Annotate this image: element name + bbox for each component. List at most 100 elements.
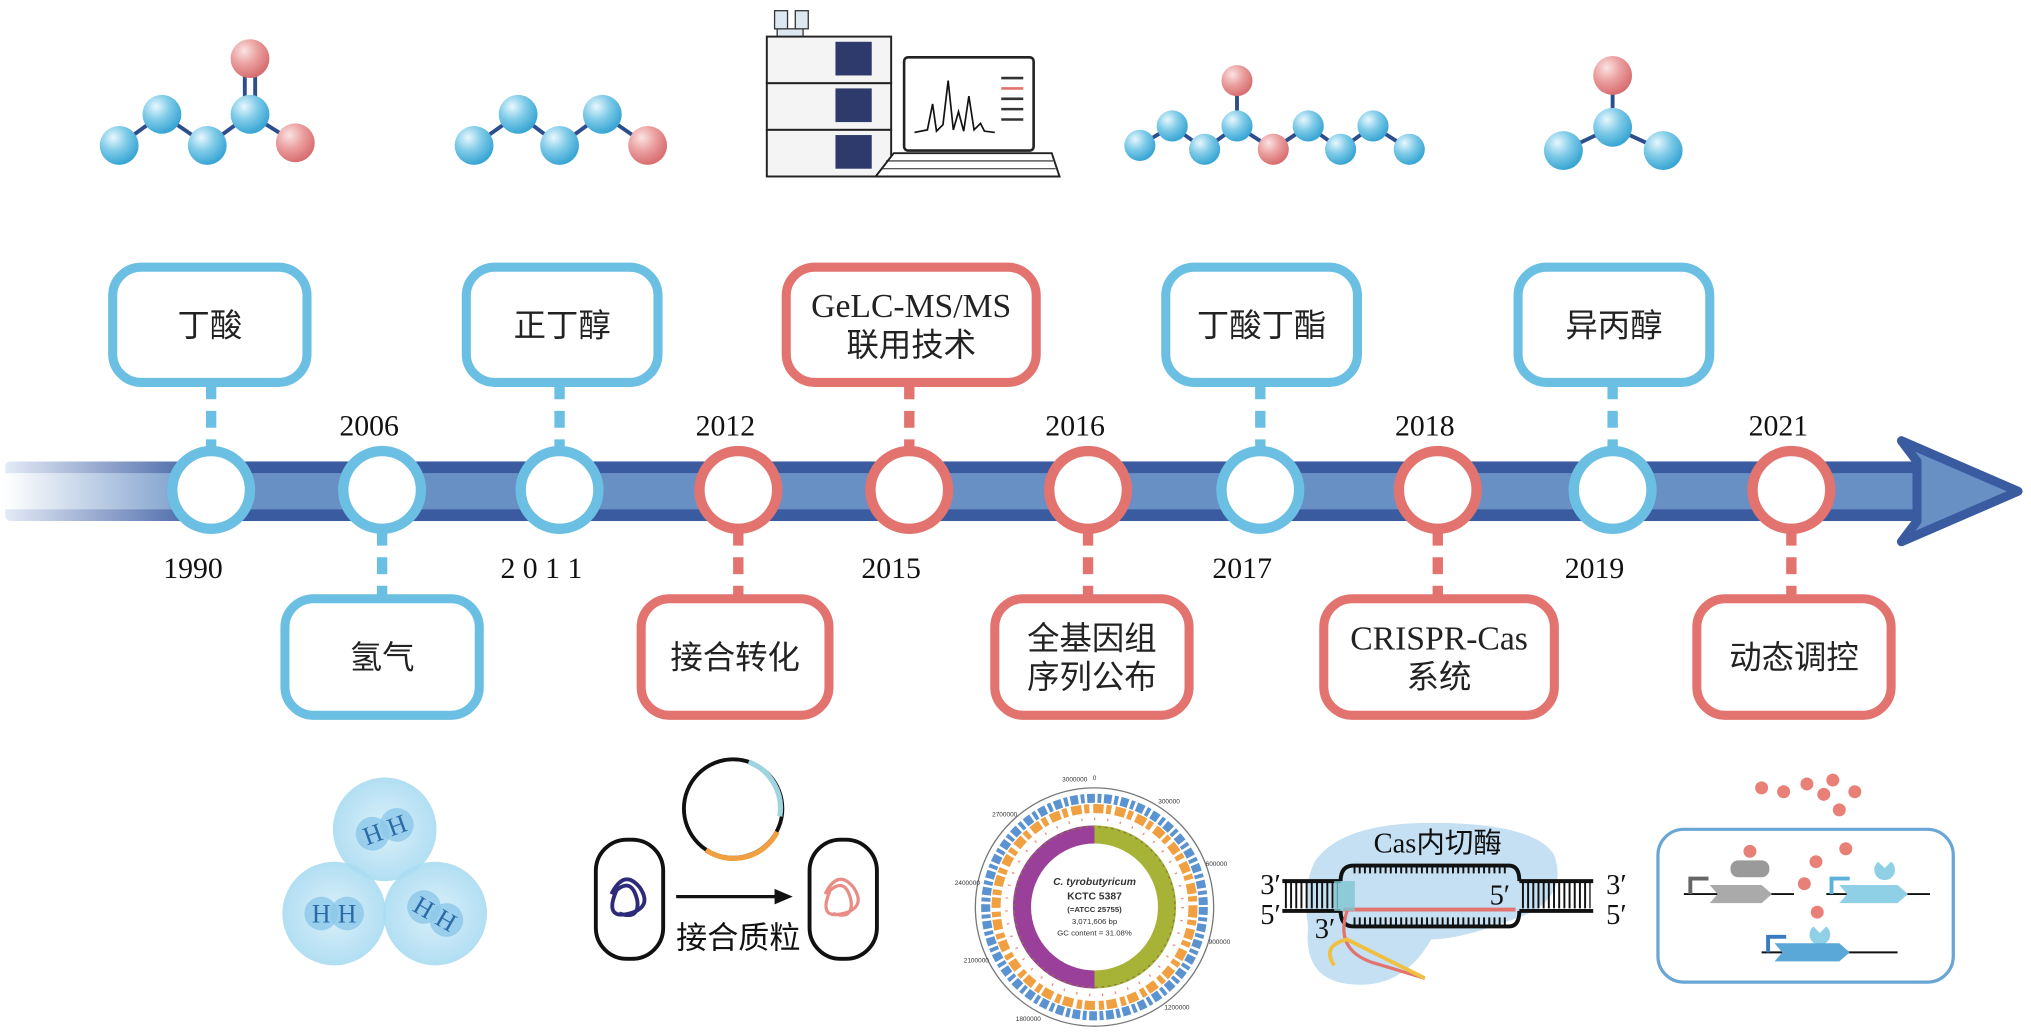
milestone-year: 2 0 1 1	[500, 552, 582, 585]
milestone-2: 正丁醇 2 0 1 1	[461, 262, 663, 585]
end-label: 3′	[1606, 870, 1626, 901]
milestone-box	[781, 262, 1041, 387]
genome-organism: C. tyrobutyricum	[1053, 877, 1136, 888]
genome-size: 3,071,606 bp	[1072, 917, 1117, 926]
milestone-node	[1216, 445, 1305, 534]
recipient-cell	[807, 837, 879, 961]
dna-tangle-icon	[609, 877, 647, 918]
end-label: 3′	[1260, 870, 1280, 901]
milestone-node	[515, 445, 604, 534]
milestone-year: 2018	[1395, 410, 1455, 443]
genome-tick-label: 0	[1093, 775, 1097, 782]
genome-tick-label: 2100000	[964, 958, 990, 965]
hplc-ms-instrument-icon	[765, 10, 1061, 178]
h2-molecule-icon: HH	[355, 808, 414, 851]
milestone-label: 接合转化	[670, 639, 800, 677]
milestone-node	[1393, 445, 1482, 534]
end-label: 5′	[1260, 900, 1280, 931]
genome-tick-label: 3000000	[1062, 777, 1088, 784]
milestone-box	[280, 594, 484, 720]
milestone-node	[694, 445, 783, 534]
milestone-label: 动态调控	[1729, 639, 1859, 677]
milestone-node	[1043, 445, 1133, 534]
genome-strain: KCTC 5387	[1067, 891, 1122, 902]
milestone-box	[1319, 594, 1559, 720]
cas-title: Cas内切酶	[1374, 828, 1502, 860]
milestone-node	[167, 445, 256, 534]
milestone-year: 2015	[861, 552, 921, 585]
donor-cell	[593, 837, 666, 961]
milestone-box	[1161, 262, 1362, 387]
repressor-icon	[1730, 860, 1770, 878]
milestone-box	[108, 262, 312, 387]
crispr-cas-illustration: Cas内切酶 3′ 5′ 5′ 3′ 3′ 5′	[1260, 822, 1627, 985]
milestone-label: 全基因组	[1027, 619, 1157, 657]
milestone-year: 2021	[1749, 410, 1809, 443]
end-label: 3′	[1315, 914, 1335, 945]
sensor-protein-icon	[1874, 861, 1895, 881]
milestone-box	[461, 262, 663, 387]
milestone-box	[636, 594, 834, 720]
milestone-8: 异丙醇 2019	[1513, 262, 1715, 585]
milestone-label: 正丁醇	[514, 306, 611, 344]
cas-protein-blob	[1306, 822, 1558, 985]
milestone-box	[1513, 262, 1715, 387]
genome-tick-label: 2400000	[955, 880, 981, 887]
gene-icon	[1774, 943, 1850, 962]
h-atom-label: H	[338, 900, 357, 929]
milestone-label: 氢气	[350, 639, 415, 677]
genome-alias: (=ATCC 25755)	[1067, 905, 1122, 914]
molecule-butyl-butyrate	[1124, 65, 1425, 165]
milestone-year: 2019	[1565, 552, 1625, 585]
milestone-box	[1692, 594, 1896, 720]
plasmid-label: 接合质粒	[676, 920, 800, 955]
end-label: 5′	[1490, 880, 1510, 911]
milestone-label: CRISPR-Cas	[1350, 620, 1528, 657]
gene-icon	[1839, 885, 1908, 904]
milestone-node	[865, 445, 954, 534]
milestone-label: GeLC-MS/MS	[811, 288, 1011, 325]
arrow-icon	[774, 888, 793, 905]
end-label: 5′	[1606, 900, 1626, 931]
h2-molecule-icon: HH	[407, 890, 464, 938]
genome-tick-label: 600000	[1206, 861, 1228, 868]
genome-gc: GC content = 31.08%	[1057, 929, 1132, 938]
milestone-year: 1990	[163, 552, 223, 585]
conjugation-illustration: 接合质粒	[593, 757, 879, 961]
genome-tick-label: 1200000	[1164, 1005, 1190, 1012]
genome-tick-label: 300000	[1158, 799, 1180, 806]
milestone-year: 2016	[1045, 410, 1105, 443]
milestone-label: 序列公布	[1027, 658, 1157, 696]
milestone-label: 系统	[1407, 658, 1472, 696]
milestone-node	[338, 445, 427, 534]
genome-tick-label: 2700000	[992, 811, 1018, 818]
genome-tick-label: 900000	[1209, 939, 1231, 946]
milestone-1: 氢气 2006	[280, 410, 484, 720]
milestone-label: 丁酸丁酯	[1197, 306, 1327, 344]
molecule-butanol	[454, 94, 668, 165]
genome-tick-label: 1800000	[1016, 1016, 1042, 1023]
milestone-node	[1747, 445, 1836, 534]
molecule-butyric-acid	[99, 39, 315, 165]
milestone-label: 联用技术	[846, 326, 976, 364]
milestone-node	[1568, 445, 1657, 534]
milestone-0: 丁酸 1990	[108, 262, 312, 585]
dna-tangle-icon	[823, 877, 860, 917]
milestone-box	[990, 594, 1194, 720]
molecule-isopropanol	[1543, 56, 1683, 171]
milestone-label: 丁酸	[177, 306, 242, 344]
genome-map: C. tyrobutyricum KCTC 5387 (=ATCC 25755)…	[955, 775, 1231, 1027]
h-atom-label: H	[312, 900, 331, 929]
milestone-9: 动态调控 2021	[1692, 410, 1896, 720]
milestone-label: 异丙醇	[1565, 306, 1662, 344]
milestone-year: 2006	[339, 410, 399, 443]
